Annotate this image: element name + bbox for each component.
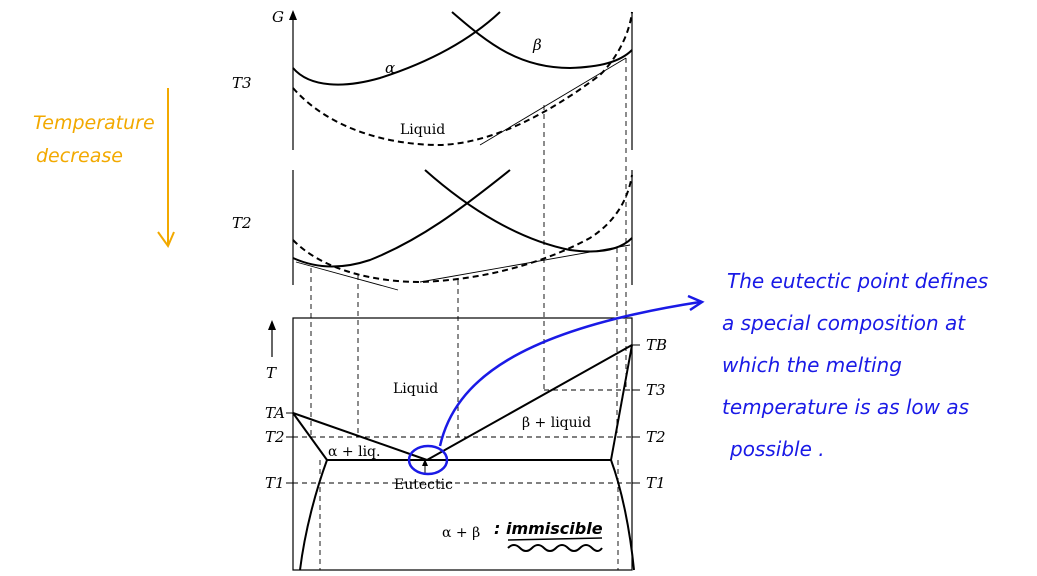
eutectic-note-line-4: temperature is as low as [722,395,969,419]
alpha-gibbs-curve-t2 [292,169,511,268]
immiscible-note: : immiscible [494,519,603,552]
liquidus-right [426,344,633,461]
label-t2-left: T2 [265,428,285,446]
alpha-gibbs-curve [292,11,501,86]
solvus-left [299,459,328,571]
immiscible-underline [507,537,603,541]
immiscible-text: : immiscible [494,519,603,538]
beta-gibbs-curve-t2 [424,169,633,253]
label-tb: TB [646,336,667,354]
beta-gibbs-curve [451,11,633,70]
eutectic-curved-arrow-head [687,294,705,312]
region-alpha-beta: α + β [442,525,480,541]
label-t1-left: T1 [265,474,285,492]
region-liquid: Liquid [393,381,438,397]
temperature-decrease-note: Temperature decrease [33,88,175,249]
beta-label: β [532,36,542,54]
eutectic-label: Eutectic [394,477,453,493]
liquid-gibbs-curve-t2 [292,174,633,284]
panel-t3: G T3 α β Liquid [232,8,633,150]
common-tangent-t2-left [295,261,399,291]
t-axis-arrow [268,320,276,330]
alpha-label: α [385,59,395,77]
liquid-gibbs-curve [292,11,633,147]
temp-label-t2: T2 [232,214,252,232]
region-alpha-liq: α + liq. [328,444,380,460]
eutectic-pointer-head [422,459,428,466]
solidus-right [610,344,633,461]
solidus-left [292,412,328,461]
eutectic-note-line-5: possible . [729,437,825,461]
label-t3-right: T3 [646,381,666,399]
solvus-right [610,459,635,571]
liquidus-left [292,412,428,461]
phase-diagram-frame [292,317,633,571]
immiscible-squiggle [507,544,603,552]
label-t2-right: T2 [646,428,666,446]
temp-label-t3: T3 [232,74,252,92]
eutectic-note-line-1: The eutectic point defines [727,269,988,293]
temperature-note-line2: decrease [36,145,123,167]
common-tangent-t2-right [419,244,631,283]
liquid-label-top: Liquid [400,122,445,138]
region-beta-liquid: β + liquid [522,415,591,431]
eutectic-curved-arrow [438,300,701,447]
eutectic-note-line-3: which the melting [722,353,902,377]
phase-diagram: T TA T2 T1 TB T3 T2 T1 Liquid [265,317,667,571]
panel-t2: T2 [232,169,633,291]
eutectic-circle [407,444,449,476]
t-axis-label: T [266,364,277,382]
eutectic-note-line-2: a special composition at [722,311,966,335]
eutectic-point-note: The eutectic point defines a special com… [407,269,988,476]
g-axis-label: G [272,8,284,26]
g-axis-arrow [289,10,297,20]
temperature-note-line1: Temperature [33,112,155,134]
projection-lines [310,58,627,570]
temperature-arrow-head [157,231,175,249]
common-tangent-t3 [479,57,627,146]
label-t1-right: T1 [646,474,666,492]
label-ta: TA [265,404,285,422]
